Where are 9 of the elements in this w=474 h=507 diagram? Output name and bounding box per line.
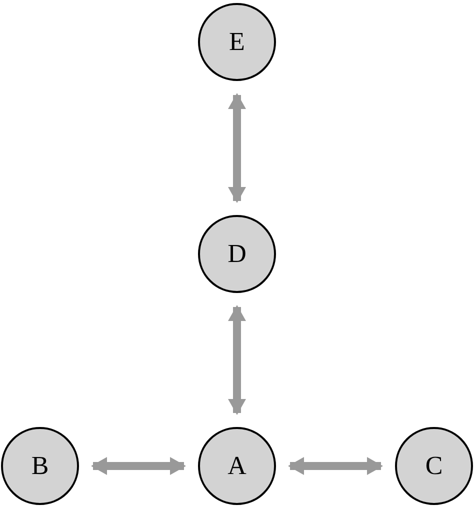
node-label: D bbox=[228, 241, 246, 267]
node-label: B bbox=[31, 453, 49, 479]
double-arrow bbox=[91, 457, 186, 475]
node-label: C bbox=[425, 453, 443, 479]
double-arrow bbox=[288, 457, 383, 475]
double-arrow bbox=[228, 305, 246, 415]
node-label: E bbox=[229, 29, 245, 55]
double-arrow bbox=[228, 93, 246, 203]
node-label: A bbox=[228, 453, 246, 479]
